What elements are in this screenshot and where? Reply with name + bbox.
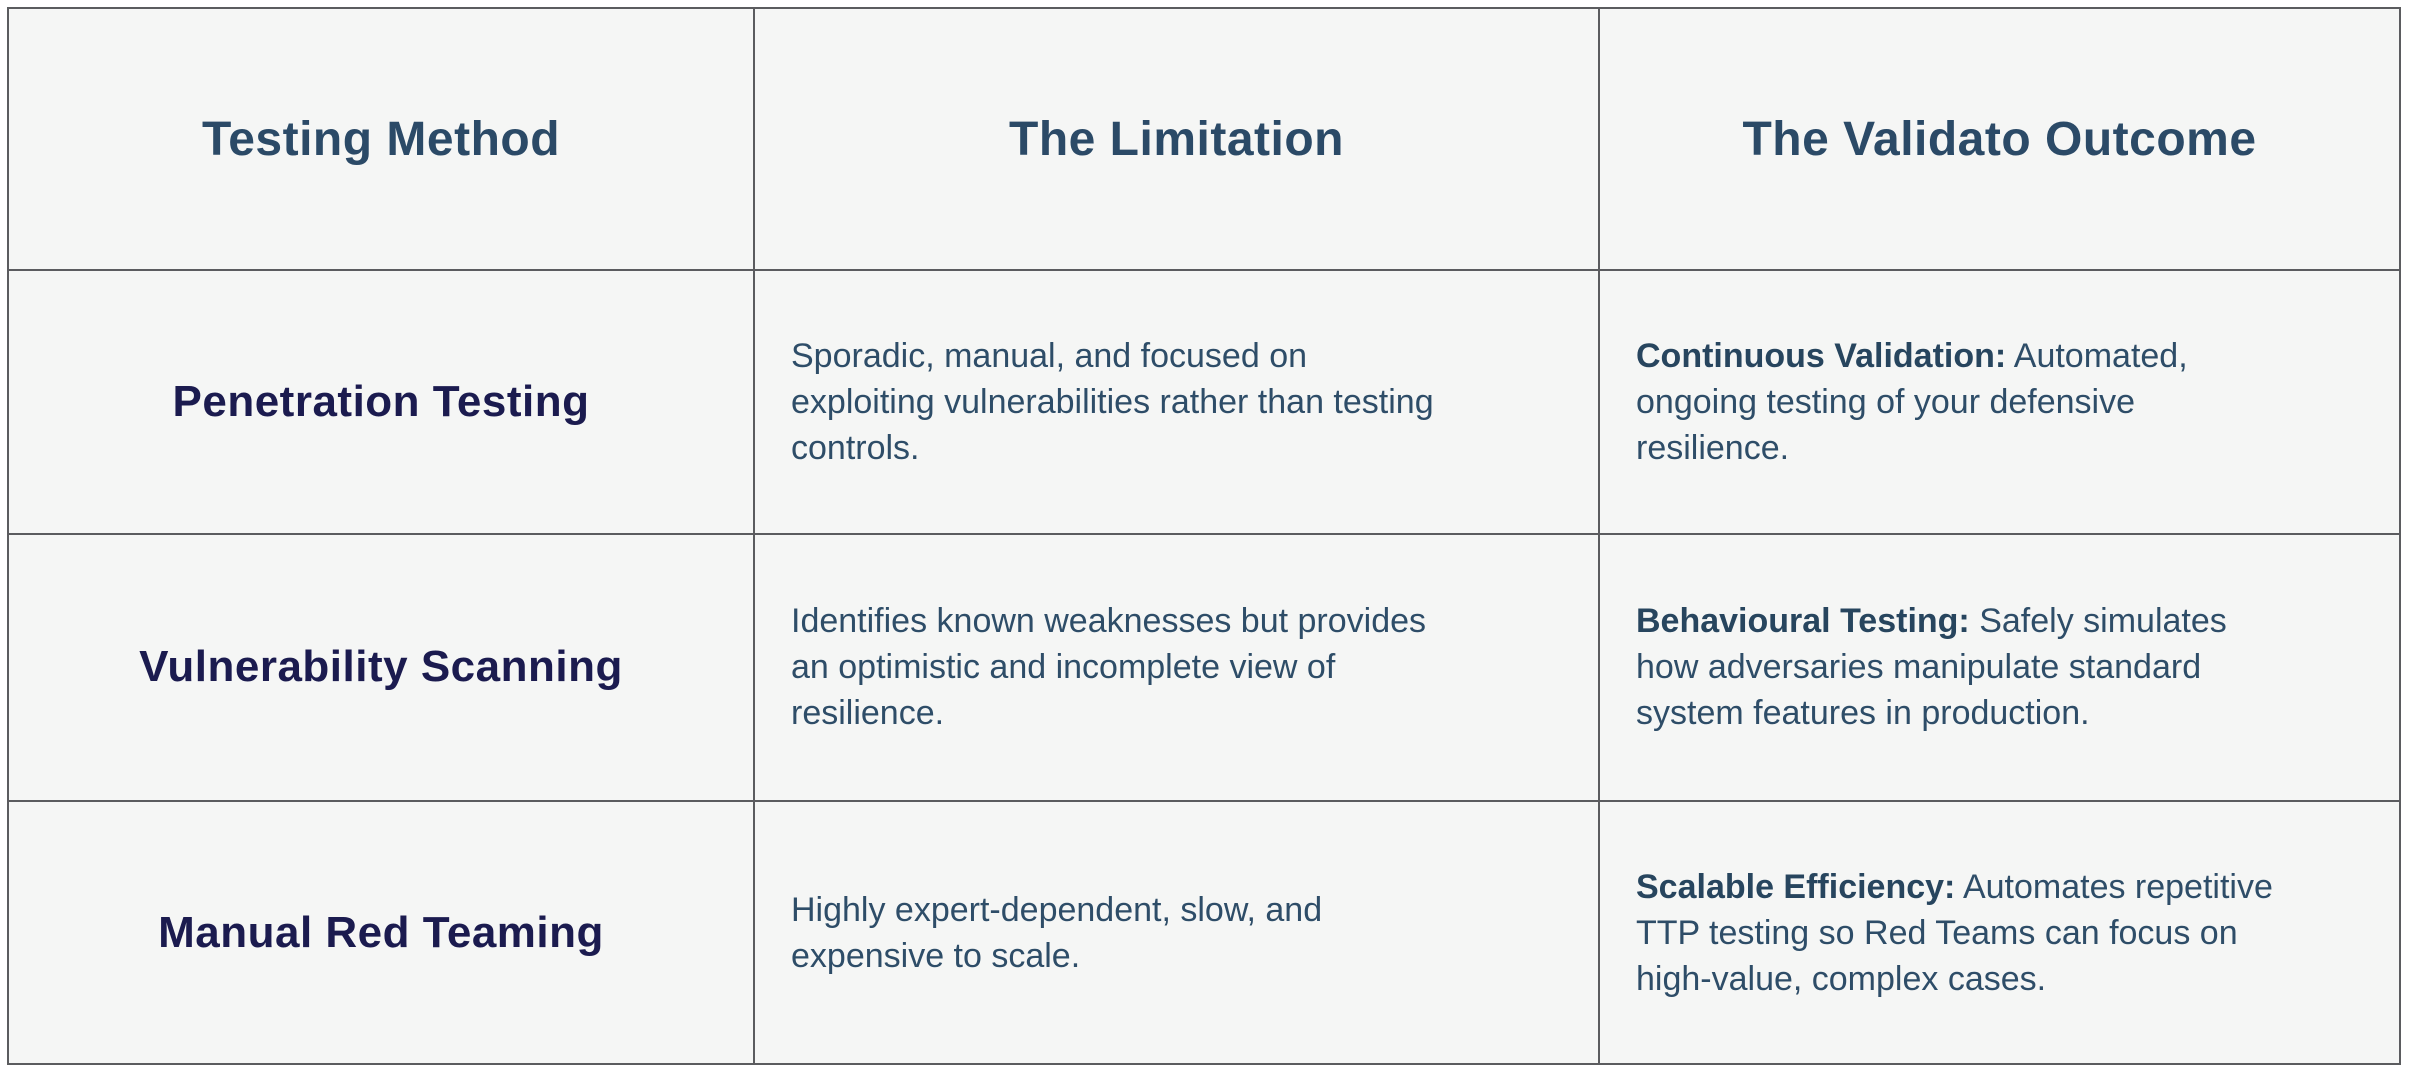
outcome-text: Scalable Efficiency: Automates repetitiv…	[1636, 864, 2296, 1002]
outcome-lead-label: Behavioural Testing:	[1636, 602, 1970, 641]
outcome-description: Automates repetitive TTP testing so Red …	[1636, 867, 2273, 998]
limitation-text: Identifies known weaknesses but provides…	[791, 602, 1427, 733]
outcome-cell: Continuous Validation: Automated, ongoin…	[1598, 269, 2401, 535]
column-header-limitation: The Limitation	[753, 7, 1600, 271]
outcome-description: Safely simulates how adversaries manipul…	[1636, 602, 2227, 733]
column-header-testing-method: Testing Method	[7, 7, 755, 271]
limitation-cell: Sporadic, manual, and focused on exploit…	[753, 269, 1600, 535]
comparison-table: Testing Method The Limitation The Valida…	[7, 7, 2401, 1065]
column-header-validato-outcome: The Validato Outcome	[1598, 7, 2401, 271]
method-cell: Vulnerability Scanning	[7, 532, 755, 803]
limitation-text: Sporadic, manual, and focused on exploit…	[791, 336, 1434, 467]
method-cell: Manual Red Teaming	[7, 800, 755, 1065]
outcome-lead-label: Continuous Validation:	[1636, 336, 2007, 375]
outcome-cell: Behavioural Testing: Safely simulates ho…	[1598, 532, 2401, 803]
limitation-cell: Identifies known weaknesses but provides…	[753, 532, 1600, 803]
table-row-vulnerability-scanning: Vulnerability Scanning Identifies known …	[7, 532, 2401, 803]
outcome-cell: Scalable Efficiency: Automates repetitiv…	[1598, 800, 2401, 1065]
table-row-manual-red-teaming: Manual Red Teaming Highly expert-depende…	[7, 800, 2401, 1065]
outcome-description: Automated, ongoing testing of your defen…	[1636, 336, 2188, 467]
limitation-cell: Highly expert-dependent, slow, and expen…	[753, 800, 1600, 1065]
limitation-text: Highly expert-dependent, slow, and expen…	[791, 890, 1323, 975]
outcome-lead-label: Scalable Efficiency:	[1636, 867, 1956, 906]
outcome-text: Continuous Validation: Automated, ongoin…	[1636, 333, 2296, 471]
method-cell: Penetration Testing	[7, 269, 755, 535]
outcome-text: Behavioural Testing: Safely simulates ho…	[1636, 598, 2296, 736]
table-row-penetration-testing: Penetration Testing Sporadic, manual, an…	[7, 269, 2401, 535]
header-row: Testing Method The Limitation The Valida…	[7, 7, 2401, 271]
